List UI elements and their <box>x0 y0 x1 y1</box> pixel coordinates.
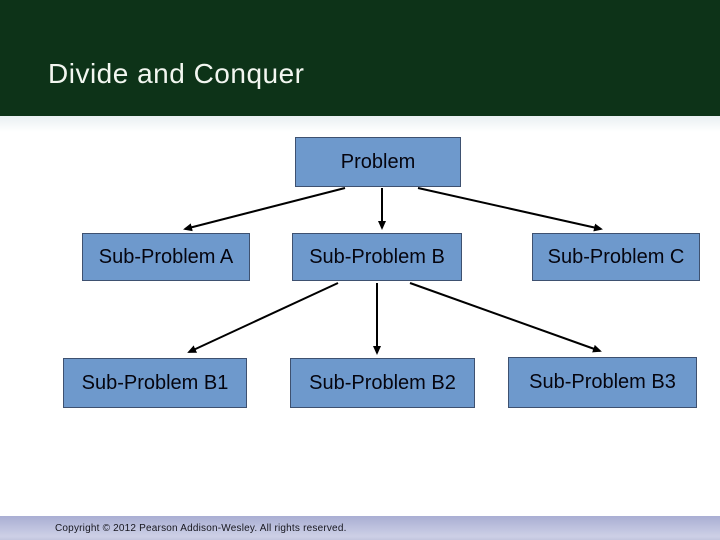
node-problem: Problem <box>295 137 461 187</box>
slide-title: Divide and Conquer <box>48 58 305 89</box>
node-sub-problem-b3: Sub-Problem B3 <box>508 357 697 408</box>
node-sub-problem-b2: Sub-Problem B2 <box>290 358 475 408</box>
footer-bar: Copyright © 2012 Pearson Addison-Wesley.… <box>0 516 720 540</box>
arrow-sub-b-to-b1 <box>187 282 339 353</box>
slide-header: Divide and Conquer <box>0 0 720 116</box>
node-sub-problem-b: Sub-Problem B <box>292 233 462 281</box>
copyright-text: Copyright © 2012 Pearson Addison-Wesley.… <box>55 522 347 534</box>
header-fade <box>0 116 720 132</box>
arrow-sub-b-to-b3 <box>409 282 602 353</box>
node-sub-problem-b1: Sub-Problem B1 <box>63 358 247 408</box>
arrow-problem-to-sub-c <box>417 187 603 232</box>
node-sub-problem-c: Sub-Problem C <box>532 233 700 281</box>
node-sub-problem-a: Sub-Problem A <box>82 233 250 281</box>
arrow-problem-to-sub-a <box>183 187 346 232</box>
